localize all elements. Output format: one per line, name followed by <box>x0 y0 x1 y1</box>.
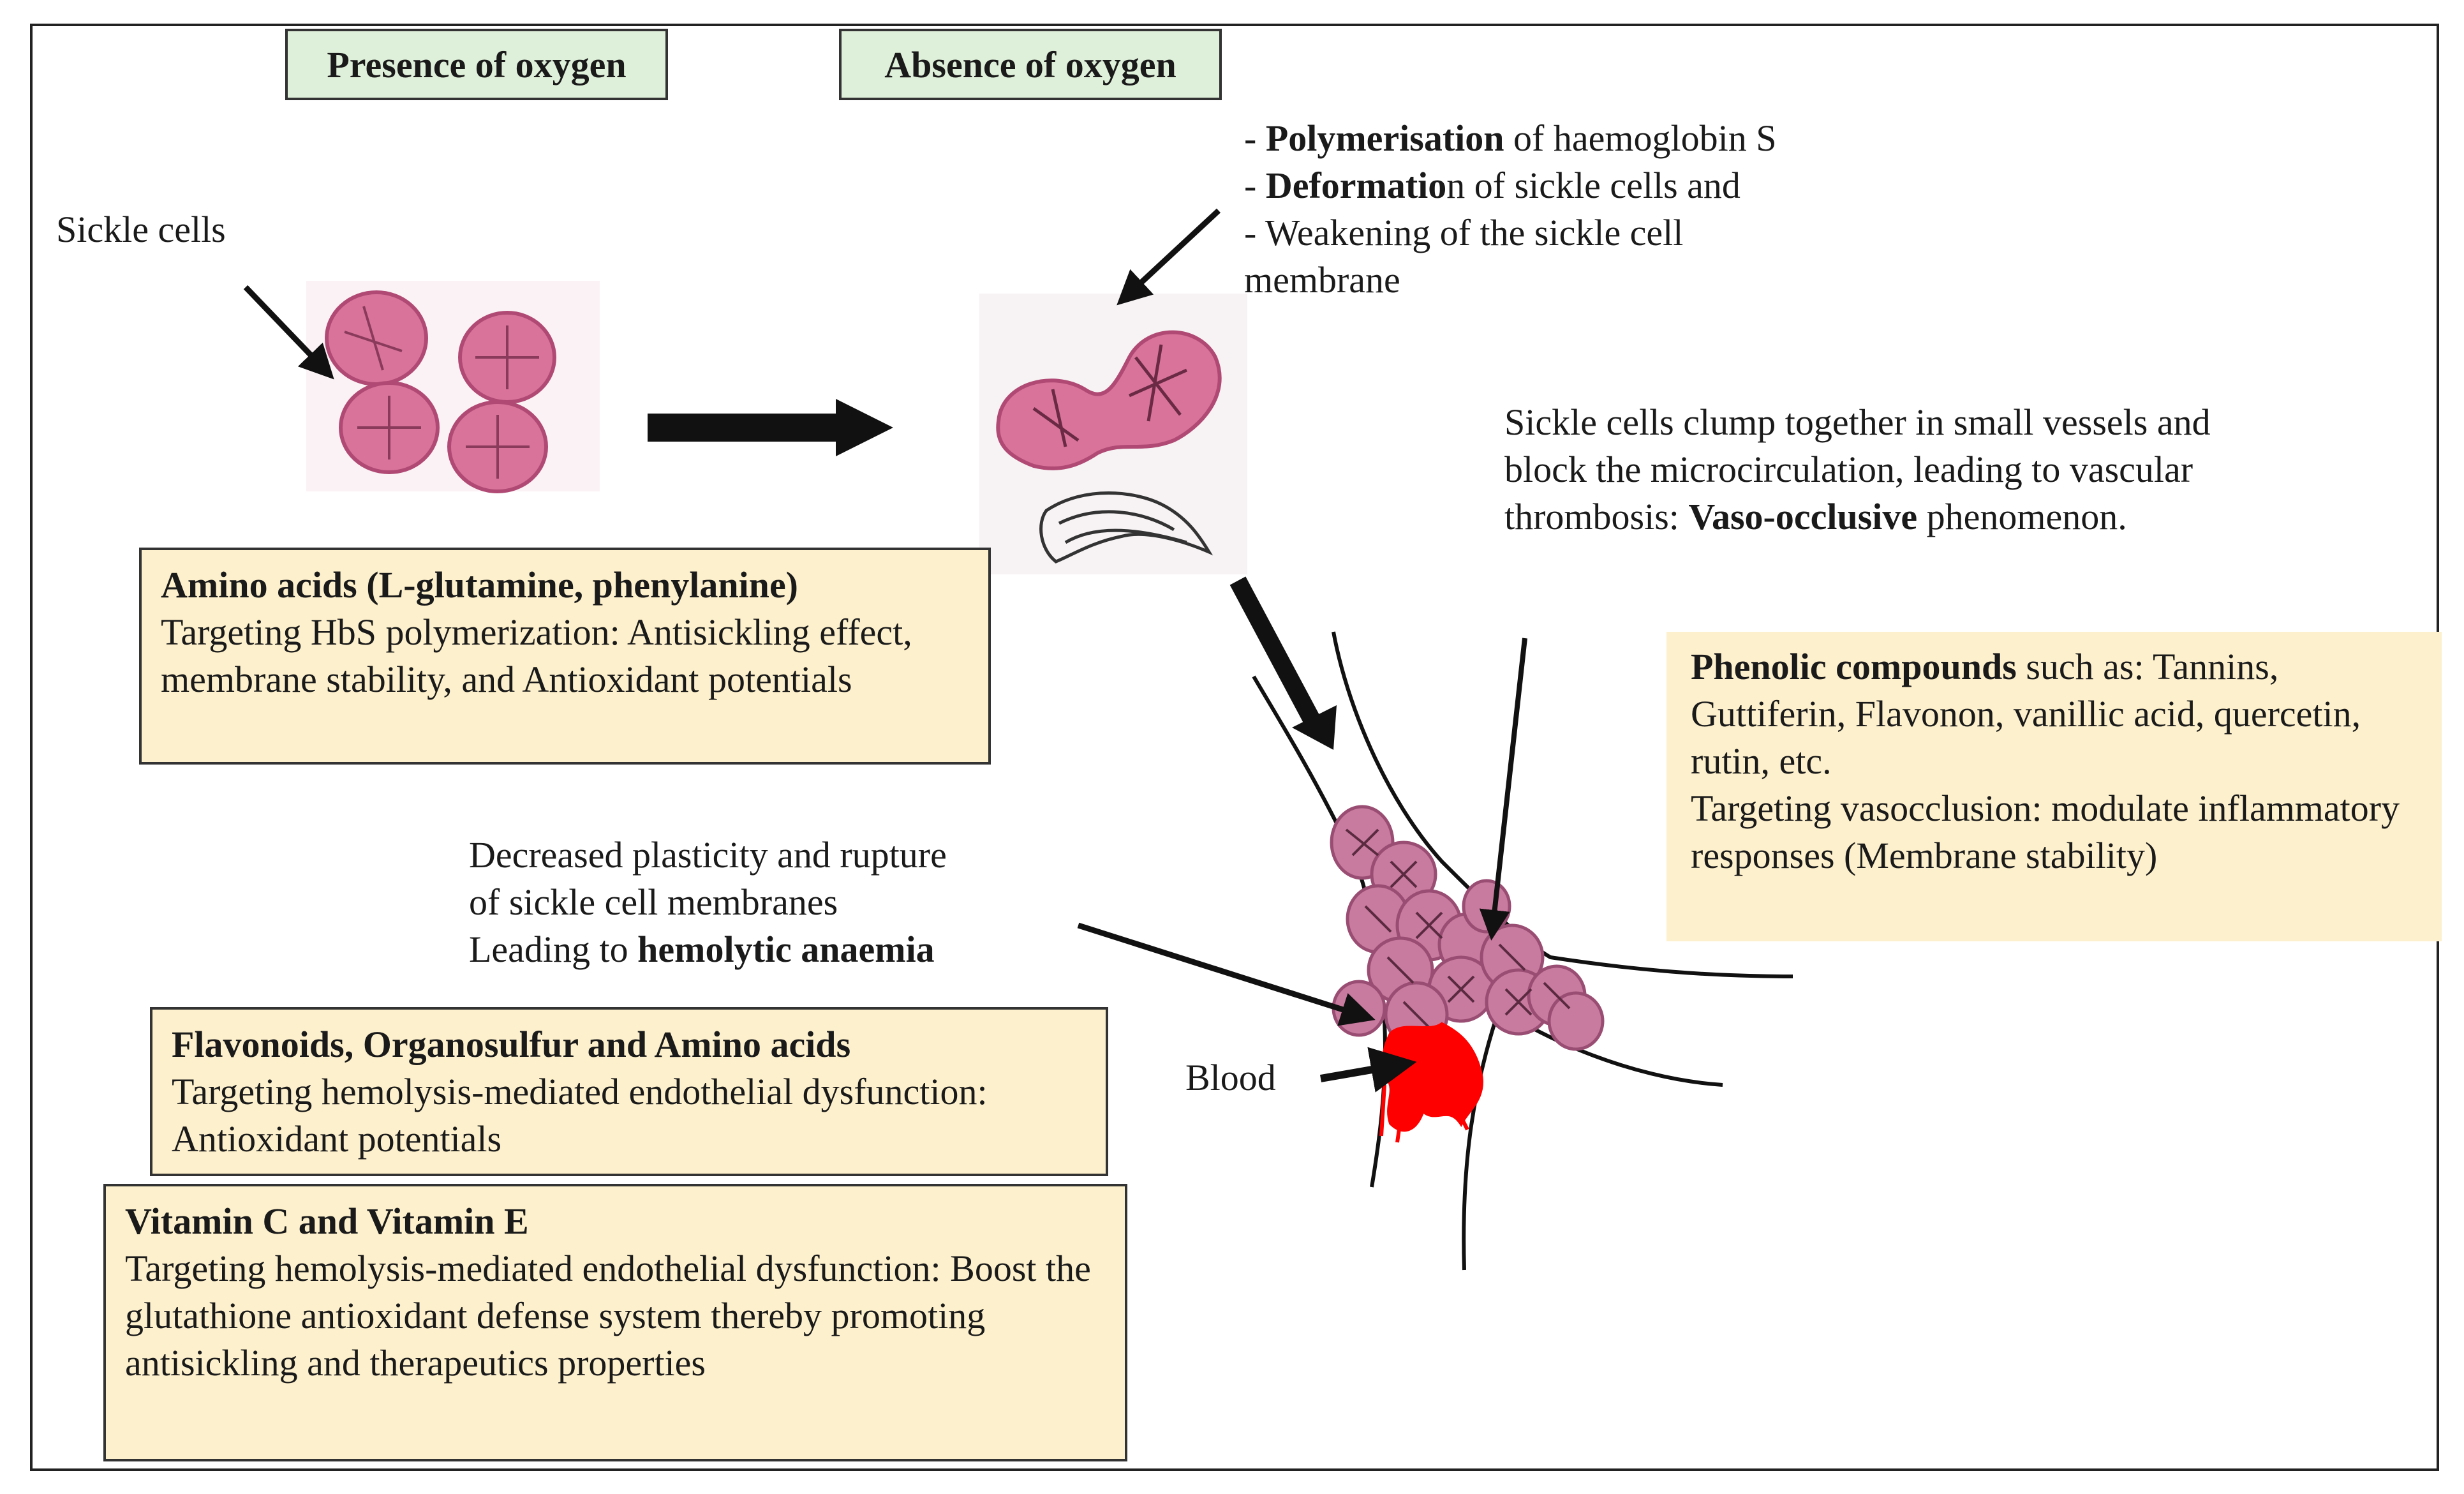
normal-sickle-cell <box>339 381 440 474</box>
plasticity-description: Decreased plasticity and rupture of sick… <box>469 834 947 970</box>
clumped-sickle-cells <box>1330 805 1605 1051</box>
clump-description: Sickle cells clump together in small ves… <box>1504 401 2211 537</box>
normal-sickle-cell <box>447 400 548 493</box>
normal-sickle-cell <box>458 311 556 404</box>
presence-of-oxygen-header: Presence of oxygen <box>285 29 668 100</box>
blood-hemorrhage <box>1379 1022 1483 1143</box>
phenolic-examples: such as: Tannins, Guttiferin, Flavonon, … <box>1691 646 2361 782</box>
sickle-cells-pointer-arrow <box>243 285 334 380</box>
flavonoids-body: Targeting hemolysis-mediated endothelial… <box>172 1071 988 1160</box>
flavonoids-title: Flavonoids, Organosulfur and Amino acids <box>172 1024 851 1065</box>
weakening-line: - Weakening of the sickle cell <box>1244 212 1684 253</box>
polymerisation-line: - Polymerisation of haemoglobin S <box>1244 117 1777 159</box>
absence-of-oxygen-header: Absence of oxygen <box>839 29 1222 100</box>
amino-acids-box: Amino acids (L-glutamine, phenylanine) T… <box>139 548 991 765</box>
vitamin-box: Vitamin C and Vitamin E Targeting hemoly… <box>103 1184 1127 1461</box>
phenolic-pointer-arrow <box>1479 638 1527 941</box>
sickle-cells-label: Sickle cells <box>56 209 226 250</box>
absence-notes: - Polymerisation of haemoglobin S - Defo… <box>1244 115 1882 304</box>
phenolic-title: Phenolic compounds <box>1691 646 2017 687</box>
amino-acids-body: Targeting HbS polymerization: Antisickli… <box>161 611 912 700</box>
normal-sickle-cell <box>325 290 428 386</box>
amino-acids-title: Amino acids (L-glutamine, phenylanine) <box>161 564 798 606</box>
blood-pointer-arrow <box>1319 1047 1417 1093</box>
blood-label: Blood <box>1185 1057 1276 1098</box>
flavonoids-box: Flavonoids, Organosulfur and Amino acids… <box>150 1007 1108 1176</box>
deformed-sickle-cell <box>996 330 1222 470</box>
occlusion-arrow-shaft <box>1229 576 1323 729</box>
sickle-cell-outline <box>1039 491 1213 564</box>
phenolic-compounds-box: Phenolic compounds such as: Tannins, Gut… <box>1666 632 2442 941</box>
transition-arrow <box>648 399 893 456</box>
deformation-line: - Deformation of sickle cells and <box>1244 165 1740 206</box>
membrane-line: membrane <box>1244 259 1400 301</box>
vitamin-title: Vitamin C and Vitamin E <box>125 1200 529 1242</box>
vitamin-body: Targeting hemolysis-mediated endothelial… <box>125 1248 1091 1384</box>
occlusion-arrow-head <box>1292 705 1337 750</box>
phenolic-body: Targeting vasocclusion: modulate inflamm… <box>1691 788 2400 876</box>
clumped-cell-markings <box>1345 828 1571 1029</box>
deformation-pointer-arrow <box>1117 208 1221 306</box>
hemolysis-pointer-arrow <box>1077 922 1376 1026</box>
